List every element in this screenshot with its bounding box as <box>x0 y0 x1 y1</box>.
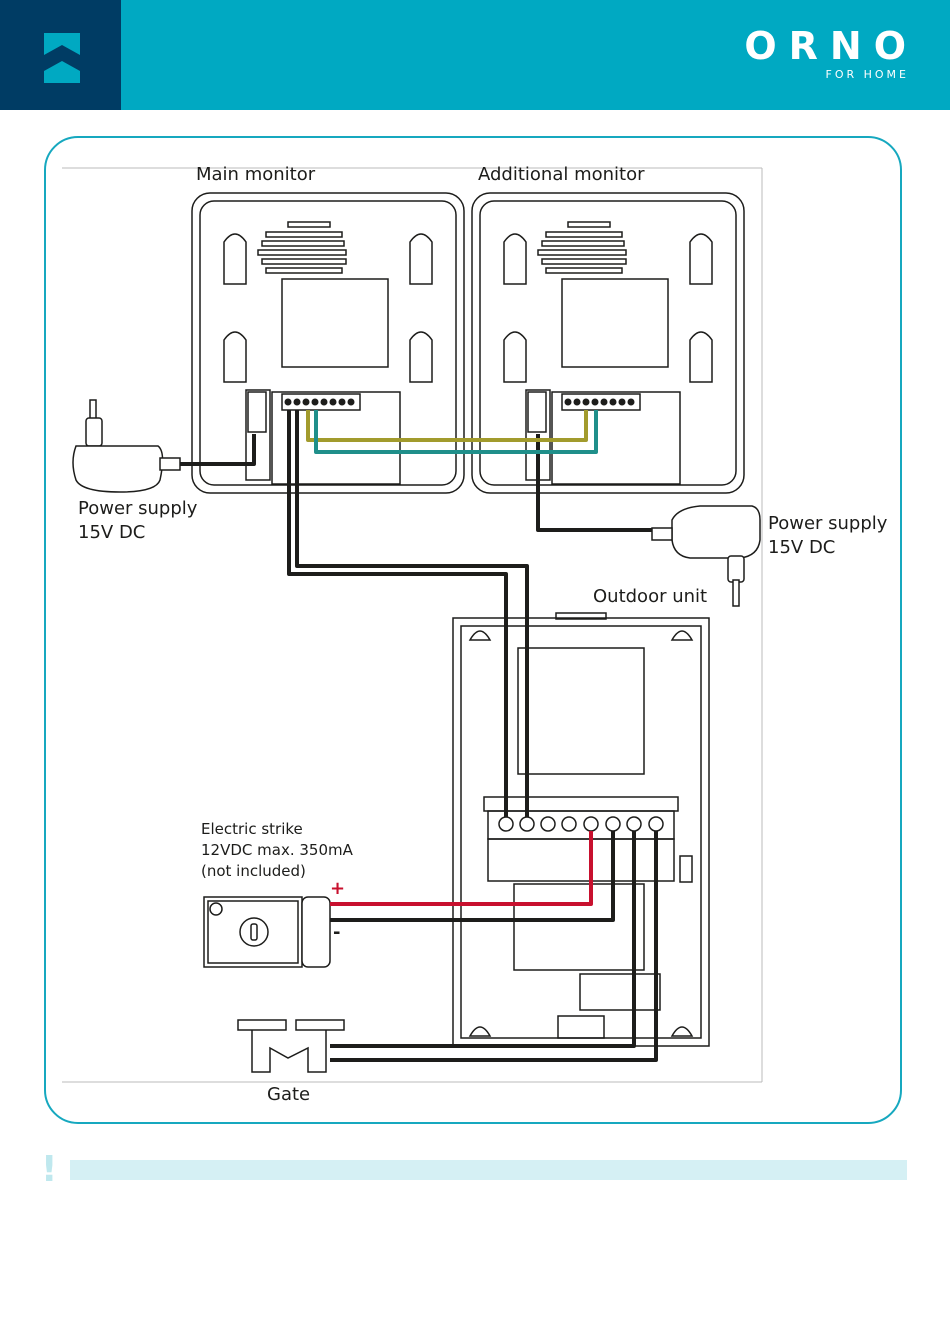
gate-drawing <box>238 1020 344 1072</box>
additional-monitor-label: Additional monitor <box>478 164 645 185</box>
exclamation-icon: ! <box>41 1152 57 1188</box>
electric-strike-label: Electric strike 12VDC max. 350mA (not in… <box>201 819 353 882</box>
outdoor-unit-label: Outdoor unit <box>593 586 707 607</box>
main-monitor-label: Main monitor <box>196 164 315 185</box>
strike-plus-sign: + <box>330 878 345 899</box>
outdoor-unit-drawing <box>453 613 709 1046</box>
electric-strike-drawing <box>204 897 330 967</box>
power-supply-right-label: Power supply 15V DC <box>768 512 887 560</box>
power-supply-left-drawing <box>73 400 180 492</box>
strike-minus-sign: - <box>333 922 340 943</box>
notice-bar <box>70 1160 907 1180</box>
gate-label: Gate <box>267 1084 310 1105</box>
power-supply-left-label: Power supply 15V DC <box>78 497 197 545</box>
additional-monitor-drawing <box>472 193 744 493</box>
additional-monitor-terminals <box>565 399 635 406</box>
main-monitor-terminals <box>285 399 355 406</box>
outdoor-unit-terminals <box>499 817 663 831</box>
main-monitor-drawing <box>192 193 464 493</box>
